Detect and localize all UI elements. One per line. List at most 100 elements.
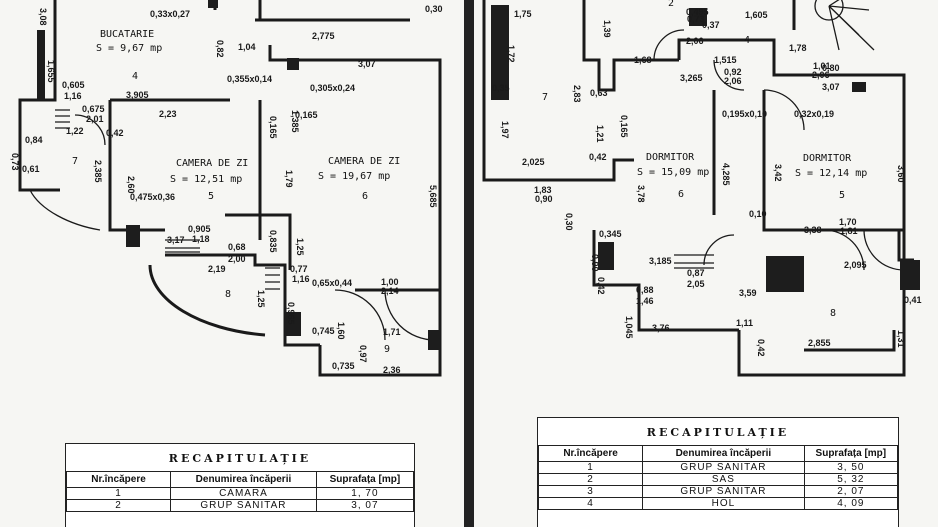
left-stairs-small xyxy=(55,109,70,129)
table-cell: 3, 07 xyxy=(315,499,415,512)
left-room-9-number: 9 xyxy=(384,344,390,355)
table-row: 1 CĂMARĂ 1, 70 xyxy=(65,487,415,500)
table-row: 4 HOL 4, 09 xyxy=(537,497,899,510)
dimension-label: 1,46 xyxy=(636,296,654,306)
dimension-label: 1,78 xyxy=(789,43,807,53)
left-wall-bath xyxy=(318,288,442,377)
right-floor-plan-page: DORMITOR S = 15,09 mp 6 DORMITOR S = 12,… xyxy=(474,0,938,527)
dimension-label: 1,11 xyxy=(736,318,753,328)
dimension-label: 1,00 xyxy=(381,277,399,287)
dimension-label: 3,76 xyxy=(652,323,670,333)
dimension-label: 3,78 xyxy=(636,185,646,203)
right-spiral-steps xyxy=(828,0,875,51)
dimension-label: 0,165 xyxy=(295,110,318,120)
left-door-arcs xyxy=(334,289,436,341)
dimension-label: 0,305x0,24 xyxy=(310,83,355,93)
dimension-label: 3,07 xyxy=(358,59,376,69)
left-wall-south xyxy=(165,253,320,347)
left-curve-7 xyxy=(29,189,101,231)
dimension-label: 0,675 xyxy=(82,104,105,114)
dimension-label: 3,60 xyxy=(896,165,906,183)
right-room-5-area: S = 12,14 mp xyxy=(795,168,867,179)
dimension-label: 1,04 xyxy=(238,42,256,52)
dimension-label: 0,495 xyxy=(686,7,709,17)
right-column-3 xyxy=(598,242,614,270)
dimension-label: 0,80 xyxy=(822,63,840,73)
dimension-label: 3,42 xyxy=(773,164,783,182)
right-room-5-number: 5 xyxy=(839,190,845,201)
left-room-6-number: 6 xyxy=(362,191,368,202)
dimension-label: 0,965 xyxy=(286,302,296,325)
table-cell: 1 xyxy=(65,487,172,500)
left-floor-plan-page: BUCATARIE S = 9,67 mp 4 CAMERA DE ZI S =… xyxy=(0,0,464,527)
right-wall-partitions xyxy=(712,90,904,232)
dimension-label: 1,605 xyxy=(745,10,768,20)
right-col-area: Suprafața [mp] xyxy=(803,445,899,462)
left-col-area: Suprafața [mp] xyxy=(315,471,415,488)
dimension-label: 1,16 xyxy=(64,91,82,101)
dimension-label: 2,23 xyxy=(159,109,177,119)
table-cell: 3, 50 xyxy=(803,461,899,474)
dimension-label: 0,835 xyxy=(268,230,278,253)
left-room-5-name: CAMERA DE ZI xyxy=(176,158,248,169)
dimension-label: 0,355x0,14 xyxy=(227,74,272,84)
dimension-label: 2,00 xyxy=(228,254,246,264)
dimension-label: 2,05 xyxy=(687,279,705,289)
dimension-label: 1,01 xyxy=(813,61,831,71)
right-door-arcs-mid xyxy=(703,89,805,266)
right-room-4-number: 4 xyxy=(744,35,750,46)
left-room-4-number: 4 xyxy=(132,71,138,82)
dimension-label: 1,83 xyxy=(534,185,552,195)
dimension-label: 3,265 xyxy=(680,73,703,83)
right-wall-north-left xyxy=(582,0,679,92)
table-cell: 2 xyxy=(65,499,172,512)
table-cell: SAS xyxy=(642,473,805,486)
dimension-label: 1,72 xyxy=(506,45,516,63)
dimension-label: 1,045 xyxy=(624,316,634,339)
right-wall-north-mid xyxy=(677,0,796,60)
right-stairs xyxy=(674,254,714,269)
dimension-label: 3,905 xyxy=(126,90,149,100)
dimension-label: 1,25 xyxy=(295,238,305,256)
table-cell: 1, 70 xyxy=(315,487,415,500)
dimension-label: 0,195x0,10 xyxy=(722,109,767,119)
left-door-arc-7 xyxy=(74,114,106,146)
dimension-label: 1,385 xyxy=(290,110,300,133)
right-col-name: Denumirea încăperii xyxy=(642,445,805,462)
right-column-2 xyxy=(689,8,707,26)
left-room-4-area: S = 9,67 mp xyxy=(96,43,162,54)
dimension-label: 0,97 xyxy=(358,345,368,363)
dimension-label: 1,22 xyxy=(66,126,84,136)
dimension-label: 0,87 xyxy=(687,268,705,278)
dimension-label: 0,88 xyxy=(636,285,654,295)
dimension-label: 1,75 xyxy=(514,9,532,19)
dimension-label: 0,42 xyxy=(589,152,607,162)
table-row: 2 SAS 5, 32 xyxy=(537,473,899,486)
dimension-label: 1,79 xyxy=(284,170,294,188)
dimension-label: 0,345 xyxy=(599,229,622,239)
left-column-3 xyxy=(287,58,299,70)
dimension-label: 0,68 xyxy=(228,242,246,252)
dimension-label: 1,515 xyxy=(714,55,737,65)
left-room-5-number: 5 xyxy=(208,191,214,202)
right-wall-south-left xyxy=(592,230,739,332)
dimension-label: 0,905 xyxy=(188,224,211,234)
dimension-label: 0,82 xyxy=(215,40,225,58)
table-cell: 2, 07 xyxy=(803,485,899,498)
dimension-label: 2,775 xyxy=(312,31,335,41)
dimension-label: 3,38 xyxy=(804,225,822,235)
right-recap-grid: Nr.încăpere Denumirea încăperii Suprafaț… xyxy=(537,445,899,510)
dimension-label: 0,35 xyxy=(492,83,510,93)
dimension-label: 0,61 xyxy=(22,164,40,174)
dimension-label: 0,77 xyxy=(290,264,308,274)
right-column-4 xyxy=(766,256,804,292)
dimension-label: 0,605 xyxy=(62,80,85,90)
left-column-1 xyxy=(37,30,45,100)
dimension-label: 2,06 xyxy=(686,36,704,46)
dimension-label: 1,71 xyxy=(383,327,401,337)
left-stairs xyxy=(165,239,200,253)
dimension-label: 0,30 xyxy=(564,213,574,231)
right-recap-table: RECAPITULAȚIE Nr.încăpere Denumirea încă… xyxy=(537,417,899,527)
left-column-6 xyxy=(208,0,218,8)
